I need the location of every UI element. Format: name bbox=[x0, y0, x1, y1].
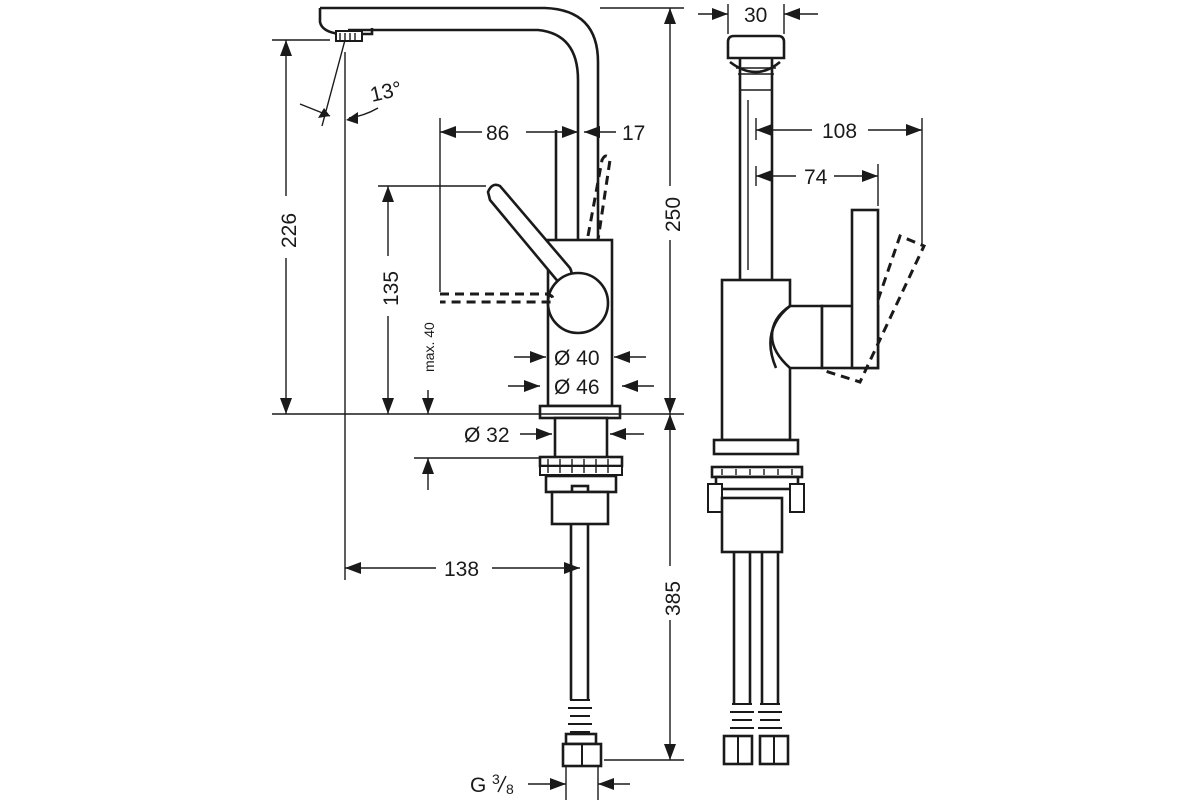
dim-135-label: 135 bbox=[380, 271, 403, 306]
dim-30-label: 30 bbox=[744, 4, 767, 27]
dim-138-label: 138 bbox=[444, 558, 479, 581]
dim-d32-label: Ø 32 bbox=[464, 424, 510, 447]
shank bbox=[553, 416, 609, 460]
shank-lower bbox=[550, 490, 610, 526]
side-dimensions: 30 108 74 bbox=[698, 4, 923, 244]
dim-385-label: 385 bbox=[662, 581, 685, 616]
side-lever-grip bbox=[850, 208, 880, 370]
front-dimensions: 13° 226 135 max. 40 86 17 bbox=[272, 7, 685, 800]
dim-17-label: 17 bbox=[622, 122, 645, 145]
aerator bbox=[335, 30, 363, 42]
washer bbox=[538, 455, 624, 468]
dim-max40-label: max. 40 bbox=[421, 322, 437, 372]
base-flange bbox=[538, 404, 622, 420]
side-spout-tip bbox=[729, 60, 781, 74]
hose-fitting bbox=[564, 732, 598, 746]
dim-74-label: 74 bbox=[804, 166, 828, 189]
thread-fraction-denominator: 8 bbox=[506, 781, 514, 797]
cartridge-circle bbox=[546, 271, 610, 335]
side-washer bbox=[710, 465, 804, 479]
dim-226-label: 226 bbox=[278, 213, 301, 248]
lever-handle bbox=[486, 183, 573, 286]
side-bracket-left bbox=[707, 483, 723, 513]
side-mounting-nut bbox=[714, 475, 800, 491]
spout-inner bbox=[348, 28, 580, 240]
hose-crimp bbox=[568, 699, 592, 733]
dim-108-label: 108 bbox=[822, 120, 857, 143]
thread-label: G bbox=[470, 774, 486, 797]
lever-open-position bbox=[440, 292, 555, 304]
dim-250-label: 250 bbox=[662, 197, 685, 232]
side-spout-top bbox=[726, 34, 786, 60]
front-view bbox=[318, 6, 624, 768]
spout-outline bbox=[320, 6, 600, 240]
dim-d46-label: Ø 46 bbox=[554, 376, 600, 399]
angle-label: 13° bbox=[368, 77, 404, 107]
side-lever-alt-position bbox=[821, 234, 927, 384]
side-mixer-body bbox=[720, 278, 792, 442]
side-base-flange bbox=[712, 438, 800, 456]
side-view bbox=[707, 34, 927, 766]
side-bracket-right bbox=[789, 483, 805, 513]
washer-2 bbox=[539, 465, 623, 476]
dim-86-label: 86 bbox=[486, 122, 509, 145]
dim-d40-label: Ø 40 bbox=[554, 347, 600, 370]
lever-rotated-position bbox=[586, 154, 612, 241]
side-shank bbox=[720, 496, 784, 554]
thread-fraction-numerator: 3 bbox=[492, 771, 500, 787]
